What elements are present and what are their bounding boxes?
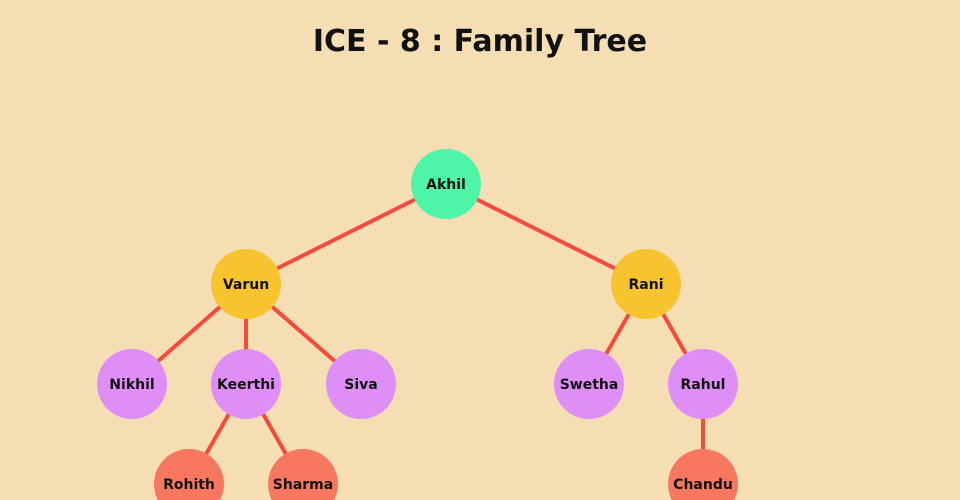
node-sharma[interactable]: Sharma [268,449,338,500]
node-label: Sharma [273,477,333,493]
node-circle [97,349,167,419]
node-circle [668,449,738,500]
node-swetha[interactable]: Swetha [554,349,624,419]
node-circle [554,349,624,419]
node-siva[interactable]: Siva [326,349,396,419]
node-label: Swetha [560,377,619,393]
node-nikhil[interactable]: Nikhil [97,349,167,419]
node-rahul[interactable]: Rahul [668,349,738,419]
node-label: Varun [223,277,269,293]
node-circle [668,349,738,419]
node-label: Rani [629,277,664,293]
edge-akhil-rani [445,182,647,286]
edge-akhil-varun [245,182,447,286]
node-circle [154,449,224,500]
node-label: Rohith [163,477,215,493]
node-circle [268,449,338,500]
node-label: Rahul [681,377,726,393]
node-label: Chandu [673,477,733,493]
edges-layer [130,182,705,485]
node-label: Keerthi [217,377,275,393]
node-chandu[interactable]: Chandu [668,449,738,500]
node-circle [326,349,396,419]
node-circle [211,249,281,319]
node-keerthi[interactable]: Keerthi [211,349,281,419]
node-circle [411,149,481,219]
node-label: Nikhil [109,377,154,393]
node-label: Akhil [426,177,466,193]
node-label: Siva [344,377,377,393]
node-varun[interactable]: Varun [211,249,281,319]
node-akhil[interactable]: Akhil [411,149,481,219]
node-circle [611,249,681,319]
node-circle [211,349,281,419]
node-rani[interactable]: Rani [611,249,681,319]
node-rohith[interactable]: Rohith [154,449,224,500]
page-title: ICE - 8 : Family Tree [312,24,648,59]
